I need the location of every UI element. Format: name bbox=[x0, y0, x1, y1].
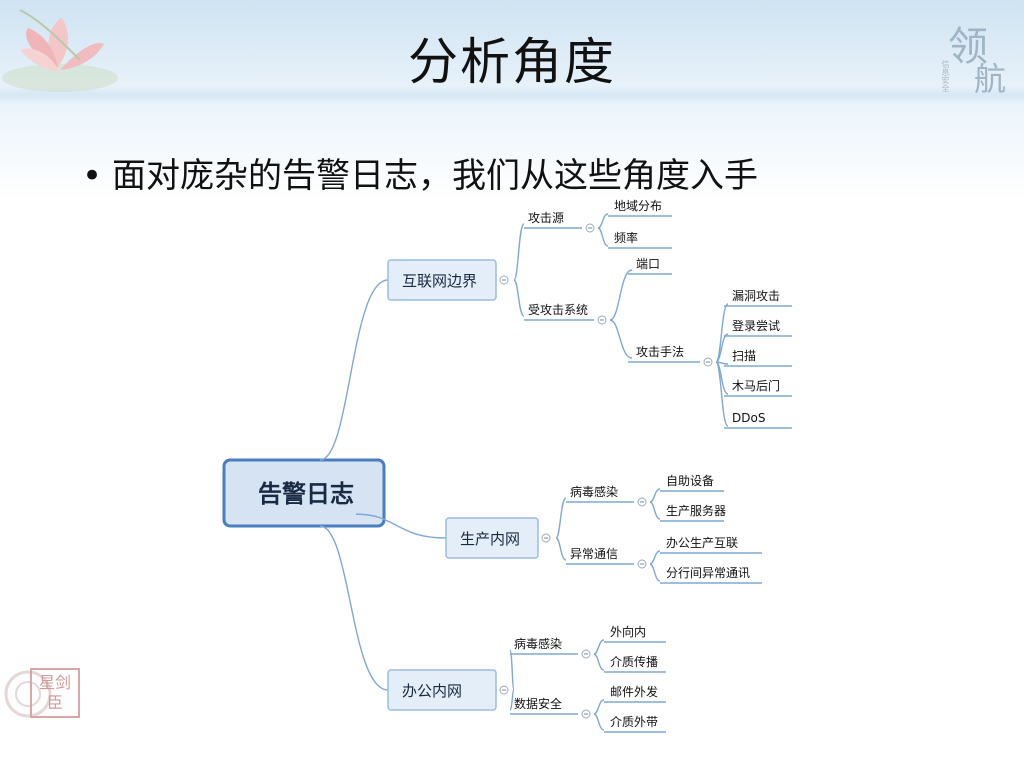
branch-node-label: 办公内网 bbox=[402, 682, 462, 700]
leaf-node-label: 频率 bbox=[614, 230, 638, 245]
branch-connector bbox=[355, 513, 447, 539]
leaf-connector bbox=[593, 639, 605, 655]
leaf-connector bbox=[597, 227, 609, 247]
leaf-connector bbox=[597, 213, 609, 229]
sub-node-label: 病毒感染 bbox=[514, 636, 562, 651]
branch-connector bbox=[319, 525, 389, 691]
sub-node-label: 攻击源 bbox=[528, 211, 564, 225]
leaf-node-label: 木马后门 bbox=[732, 378, 780, 393]
leaf-node-label: 漏洞攻击 bbox=[732, 289, 780, 303]
leaf-connector bbox=[649, 563, 661, 582]
sub-connector bbox=[509, 689, 515, 711]
leaf-node-label: 外向内 bbox=[610, 624, 646, 639]
seal-stamp: 星剑臣 bbox=[30, 668, 80, 718]
seal-decoration: 星剑臣 bbox=[0, 648, 90, 738]
sub-node-label: 异常通信 bbox=[570, 547, 618, 561]
branch-node-label: 生产内网 bbox=[460, 530, 520, 548]
leaf-connector bbox=[649, 488, 661, 503]
branch-node bbox=[387, 259, 497, 301]
leaf-connector bbox=[649, 501, 661, 520]
branch-node-label: 互联网边界 bbox=[402, 272, 477, 290]
leaf-connector bbox=[593, 699, 605, 715]
sub-connector bbox=[555, 497, 567, 539]
leaf-connector bbox=[715, 303, 729, 363]
logo-subtext: 信息安全 bbox=[941, 60, 950, 92]
lotus-decoration bbox=[2, 9, 118, 92]
leaf-node-label: 自助设备 bbox=[666, 474, 714, 488]
leaf-node-label: 端口 bbox=[636, 257, 660, 271]
header-gradient bbox=[0, 0, 1024, 200]
slide-title: 分析角度 bbox=[408, 33, 616, 91]
leaf-node-label: 分行间异常通讯 bbox=[666, 566, 750, 580]
leaf-node-label: 地域分布 bbox=[614, 199, 662, 213]
sub-connector bbox=[555, 537, 567, 561]
sub-node-label: 攻击手法 bbox=[636, 345, 684, 359]
leaf-node-label: 生产服务器 bbox=[666, 503, 726, 518]
root-node bbox=[222, 458, 386, 528]
sub-connector bbox=[609, 319, 633, 359]
sub-node-label: 数据安全 bbox=[514, 696, 562, 711]
bullet-text: 面对庞杂的告警日志，我们从这些角度入手 bbox=[112, 156, 758, 196]
root-node-label: 告警日志 bbox=[258, 480, 354, 508]
sub-node-label: 病毒感染 bbox=[570, 484, 618, 499]
leaf-node-label: DDoS bbox=[732, 411, 765, 425]
leaf-node-label: 登录尝试 bbox=[732, 318, 780, 333]
leaf-node-label: 扫描 bbox=[732, 349, 756, 363]
logo-char-2: 航 bbox=[974, 60, 1007, 98]
branch-node bbox=[445, 517, 539, 559]
leaf-node-label: 邮件外发 bbox=[610, 684, 658, 699]
leaf-node-label: 办公生产互联 bbox=[666, 535, 738, 550]
leaf-node-label: 介质传播 bbox=[610, 654, 658, 669]
leaf-connector bbox=[593, 713, 605, 731]
header-wave bbox=[0, 86, 1024, 104]
leaf-connector bbox=[593, 653, 605, 671]
branch-node bbox=[387, 669, 497, 711]
logo: 信息安全 领 航 bbox=[930, 8, 1024, 104]
leaf-connector bbox=[715, 333, 729, 363]
sub-node-label: 受攻击系统 bbox=[528, 303, 588, 317]
seal-swirl bbox=[4, 670, 52, 718]
sub-connector bbox=[509, 649, 515, 691]
logo-char-1: 领 bbox=[948, 24, 988, 70]
leaf-node-label: 介质外带 bbox=[610, 715, 658, 729]
branch-connector bbox=[319, 279, 389, 461]
sub-connector bbox=[513, 279, 525, 317]
leaf-connector bbox=[715, 361, 729, 427]
leaf-connector bbox=[649, 550, 661, 565]
sub-connector bbox=[513, 223, 525, 281]
sub-connector bbox=[609, 269, 633, 321]
bullet-point: •面对庞杂的告警日志，我们从这些角度入手 bbox=[82, 148, 758, 197]
bullet-dot-icon: • bbox=[82, 156, 103, 196]
